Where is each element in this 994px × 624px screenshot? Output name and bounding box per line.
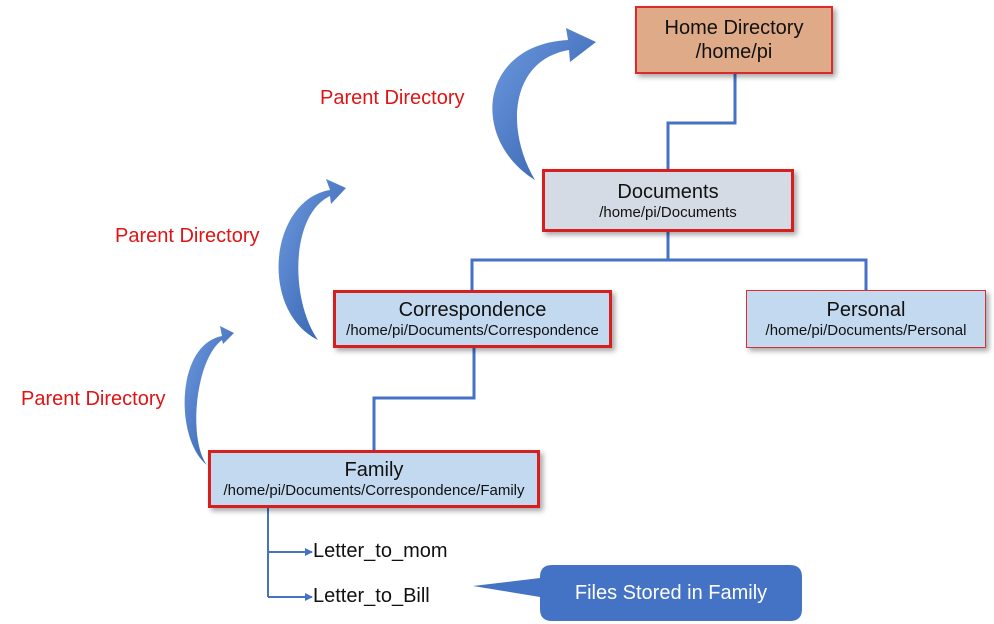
correspondence-node: Correspondence /home/pi/Documents/Corres… xyxy=(333,290,612,348)
connector-documents-children xyxy=(470,231,868,290)
file-letter-to-mom: Letter_to_mom xyxy=(313,540,448,562)
callout-bubble xyxy=(473,565,802,621)
documents-title: Documents xyxy=(617,180,719,203)
parent-arrow-correspondence-to-documents xyxy=(278,179,346,340)
home-directory-title: Home Directory xyxy=(664,17,804,39)
personal-title: Personal xyxy=(826,299,906,321)
parent-arrow-family-to-correspondence xyxy=(184,326,234,465)
parent-directory-label-middle: Parent Directory xyxy=(115,225,260,247)
correspondence-path: /home/pi/Documents/Correspondence xyxy=(346,322,599,339)
parent-directory-label-top: Parent Directory xyxy=(320,87,465,109)
family-node: Family /home/pi/Documents/Correspondence… xyxy=(208,450,540,508)
home-directory-path: /home/pi xyxy=(695,41,773,63)
documents-path: /home/pi/Documents xyxy=(599,203,737,221)
parent-directory-label-bottom: Parent Directory xyxy=(21,388,166,410)
home-directory-node: Home Directory /home/pi xyxy=(635,6,833,74)
personal-path: /home/pi/Documents/Personal xyxy=(765,322,967,339)
documents-node: Documents /home/pi/Documents xyxy=(542,169,794,232)
family-path: /home/pi/Documents/Correspondence/Family xyxy=(223,482,525,499)
family-title: Family xyxy=(344,459,404,481)
correspondence-title: Correspondence xyxy=(398,299,547,321)
connector-home-documents xyxy=(666,74,737,170)
callout-text: Files Stored in Family xyxy=(574,581,768,604)
parent-arrow-documents-to-home xyxy=(492,28,596,180)
file-letter-to-bill: Letter_to_Bill xyxy=(313,585,430,607)
connector-correspondence-family xyxy=(372,348,476,450)
personal-node: Personal /home/pi/Documents/Personal xyxy=(746,290,986,348)
